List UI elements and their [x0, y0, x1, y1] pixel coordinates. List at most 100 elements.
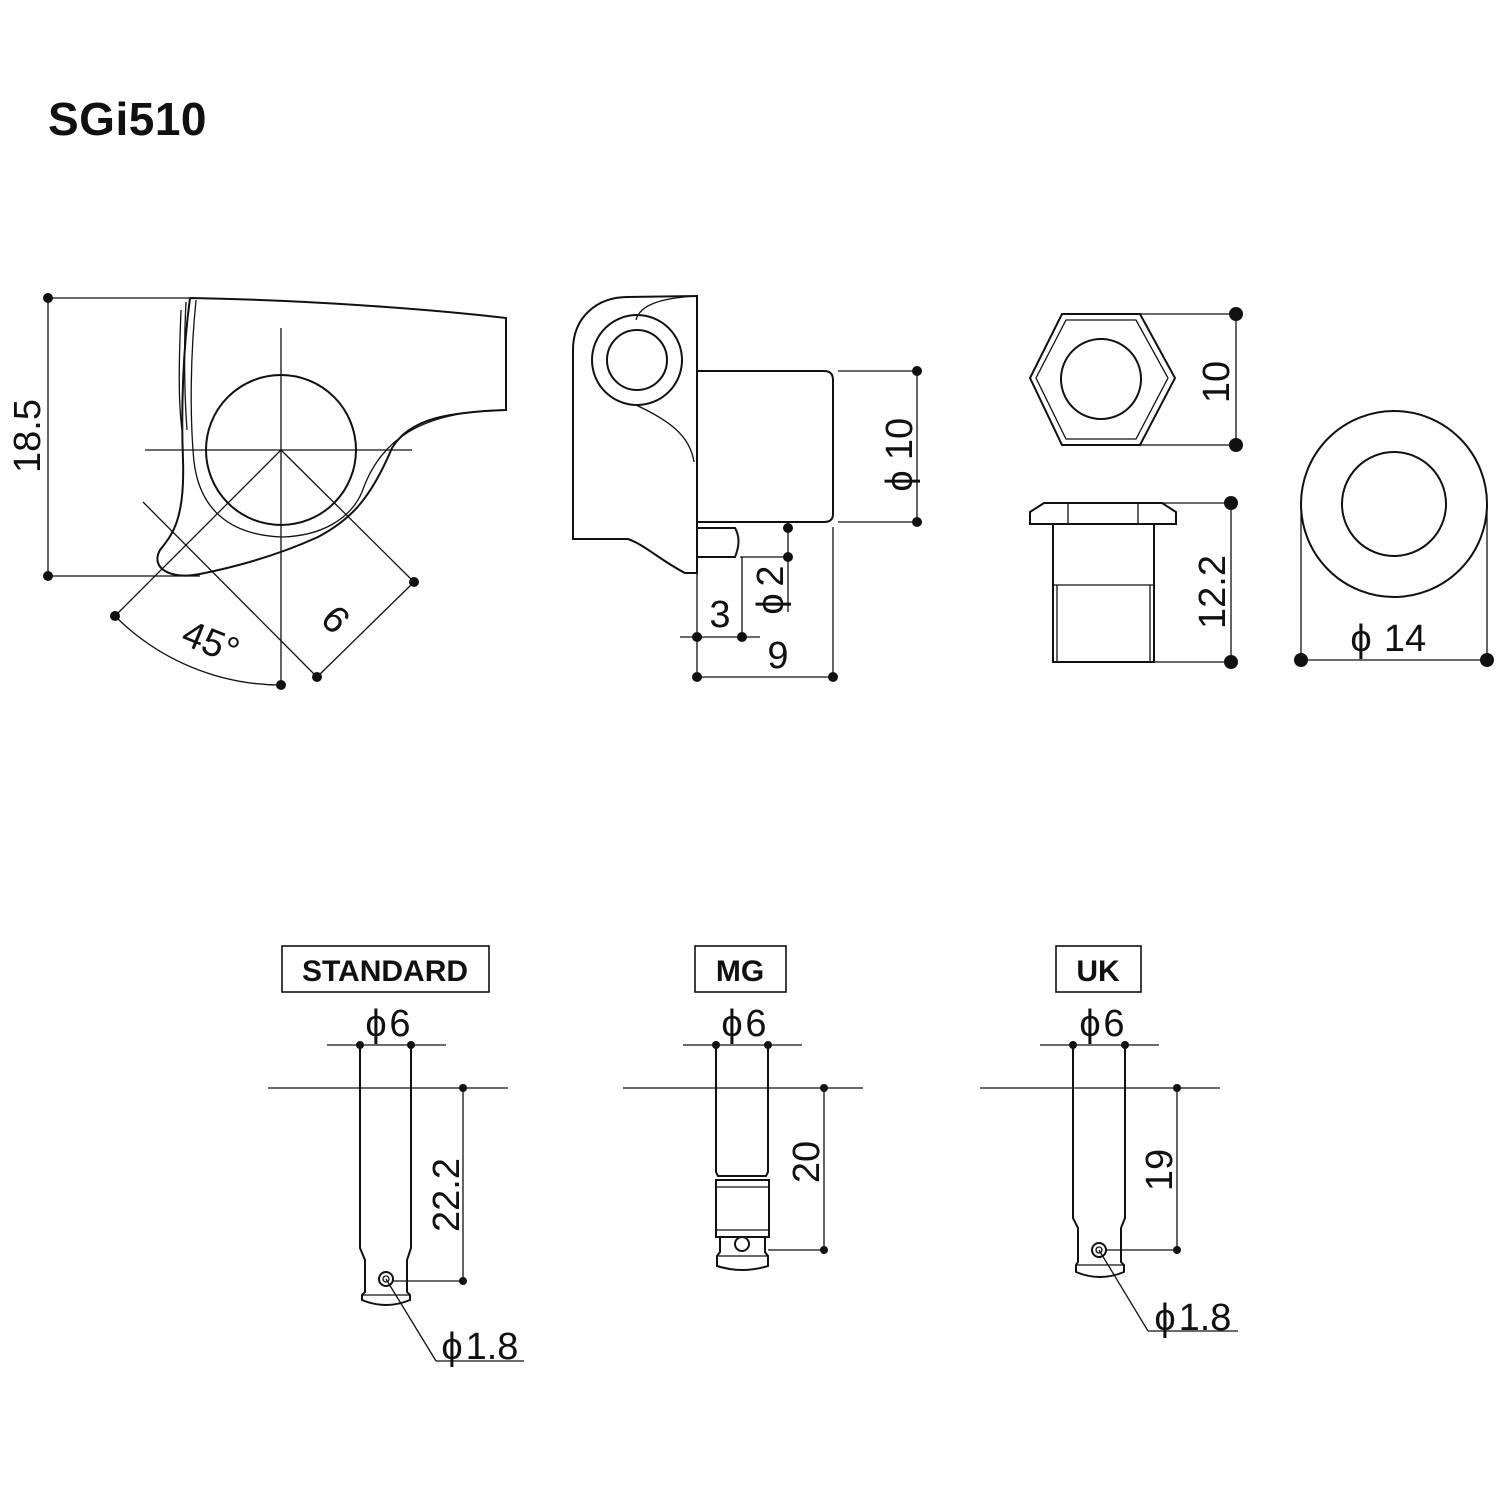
angle-arc — [114, 615, 282, 686]
angle-label: 45° — [176, 613, 245, 673]
variant-standard: STANDARD ϕ 6 22.2 ϕ 1.8 — [268, 945, 524, 1368]
post-length-label: 9 — [767, 635, 788, 677]
button-extension — [280, 449, 415, 583]
dimension-dot — [1173, 1246, 1181, 1254]
variant-mg: MG ϕ 6 20 — [623, 945, 863, 1271]
housing-outline — [156, 297, 507, 577]
housing-outline — [572, 294, 698, 574]
washer-top-view: ϕ 14 — [1294, 410, 1494, 667]
dimension-dot — [276, 680, 286, 690]
bushing-height-label: 12.2 — [1192, 555, 1234, 629]
hole-leader-line — [385, 1278, 437, 1362]
dimension-dot — [820, 1084, 828, 1092]
washer-inner — [1341, 451, 1447, 557]
shaft-cap — [716, 1237, 769, 1271]
variant-uk: UK ϕ 6 19 ϕ 1.8 — [980, 945, 1238, 1339]
angle-leg-diagonal — [114, 449, 282, 617]
dimension-dot — [110, 611, 120, 621]
housing-inner-edge — [190, 299, 503, 538]
dimension-dot — [1229, 307, 1243, 321]
diameter-symbol: ϕ — [1154, 1297, 1175, 1339]
locking-collar — [715, 1179, 770, 1238]
dimension-dot — [783, 552, 793, 562]
shaft-diameter-label: 6 — [745, 1003, 766, 1045]
dimension-dot — [692, 672, 702, 682]
variant-label: STANDARD — [302, 955, 468, 988]
pin-offset-label: 3 — [709, 594, 730, 636]
dimension-dot — [912, 366, 922, 376]
dimension-dot — [1294, 653, 1308, 667]
washer-outer — [1300, 410, 1488, 598]
eyelet-inner — [606, 329, 668, 391]
shaft-diameter-label: 6 — [389, 1003, 410, 1045]
bushing-side-view: 12.2 — [1029, 496, 1238, 669]
variant-label: UK — [1076, 955, 1120, 988]
pin — [697, 527, 740, 558]
bushing-body — [1052, 523, 1155, 663]
string-hole-inner — [1095, 1246, 1103, 1254]
diameter-symbol: ϕ — [879, 470, 921, 491]
shaft — [1072, 1045, 1126, 1278]
shaft — [715, 1045, 769, 1177]
hex-nut-bore — [1060, 338, 1142, 420]
pin-diameter-label: 2 — [750, 565, 792, 586]
hex-nut-outline — [1028, 313, 1177, 446]
dimension-dot — [459, 1084, 467, 1092]
dimension-dot — [409, 577, 419, 587]
eyelet-outer — [591, 314, 683, 406]
diameter-symbol: ϕ — [441, 1326, 462, 1368]
button-offset-label: 9 — [314, 596, 359, 641]
hole-leader-line — [1098, 1249, 1149, 1332]
tuner-side-view: 18.5 45° 9 — [7, 293, 507, 690]
dimension-dot — [783, 523, 793, 533]
shaft — [359, 1045, 412, 1306]
dimension-dot — [820, 1246, 828, 1254]
dimension-dot — [737, 632, 747, 642]
hex-nut-chamfer — [1035, 319, 1169, 440]
diameter-symbol: ϕ — [1350, 618, 1371, 660]
height-label: 20 — [786, 1141, 828, 1183]
diameter-symbol: ϕ — [750, 593, 792, 614]
dimension-dot — [1173, 1084, 1181, 1092]
dimension-dot — [912, 517, 922, 527]
angle-leg-offset — [142, 501, 318, 678]
height-label: 19 — [1139, 1149, 1181, 1191]
dimension-dot — [1229, 438, 1243, 452]
dimension-dot — [692, 632, 702, 642]
dimension-dot — [1224, 655, 1238, 669]
dimension-dot — [828, 672, 838, 682]
dimension-dot — [312, 672, 322, 682]
dimension-dot — [43, 293, 53, 303]
nut-width-label: 10 — [1196, 361, 1238, 403]
diameter-symbol: ϕ — [721, 1003, 742, 1045]
string-hole — [734, 1236, 750, 1252]
hole-diameter-label: 1.8 — [1179, 1297, 1232, 1339]
post-diameter-label: 10 — [879, 418, 921, 460]
dimension-dot — [1480, 653, 1494, 667]
washer-diameter-label: 14 — [1384, 618, 1426, 660]
variant-label-box — [281, 945, 490, 993]
tuner-front-view: ϕ 10 ϕ 2 3 9 — [572, 294, 922, 682]
variant-label-box — [1055, 945, 1142, 993]
page-title: SGi510 — [48, 93, 207, 145]
hole-diameter-label: 1.8 — [466, 1326, 519, 1368]
shaft-diameter-label: 6 — [1103, 1003, 1124, 1045]
housing-inner-curve — [635, 295, 698, 463]
diameter-symbol: ϕ — [1079, 1003, 1100, 1045]
string-hole-inner — [382, 1275, 390, 1283]
body-height-label: 18.5 — [7, 399, 49, 473]
button-offset-dimension — [316, 581, 415, 678]
dimension-dot — [459, 1277, 467, 1285]
dimension-dot — [43, 571, 53, 581]
variant-label-box — [694, 945, 787, 993]
bushing-flange — [1029, 502, 1177, 525]
variant-label: MG — [716, 955, 764, 988]
hex-nut-top-view: 10 — [1028, 307, 1243, 452]
post-body — [697, 370, 834, 523]
housing-left-edge — [178, 301, 188, 431]
diameter-symbol: ϕ — [365, 1003, 386, 1045]
string-hole — [378, 1271, 394, 1287]
dimension-dot — [1224, 496, 1238, 510]
height-label: 22.2 — [426, 1158, 468, 1232]
